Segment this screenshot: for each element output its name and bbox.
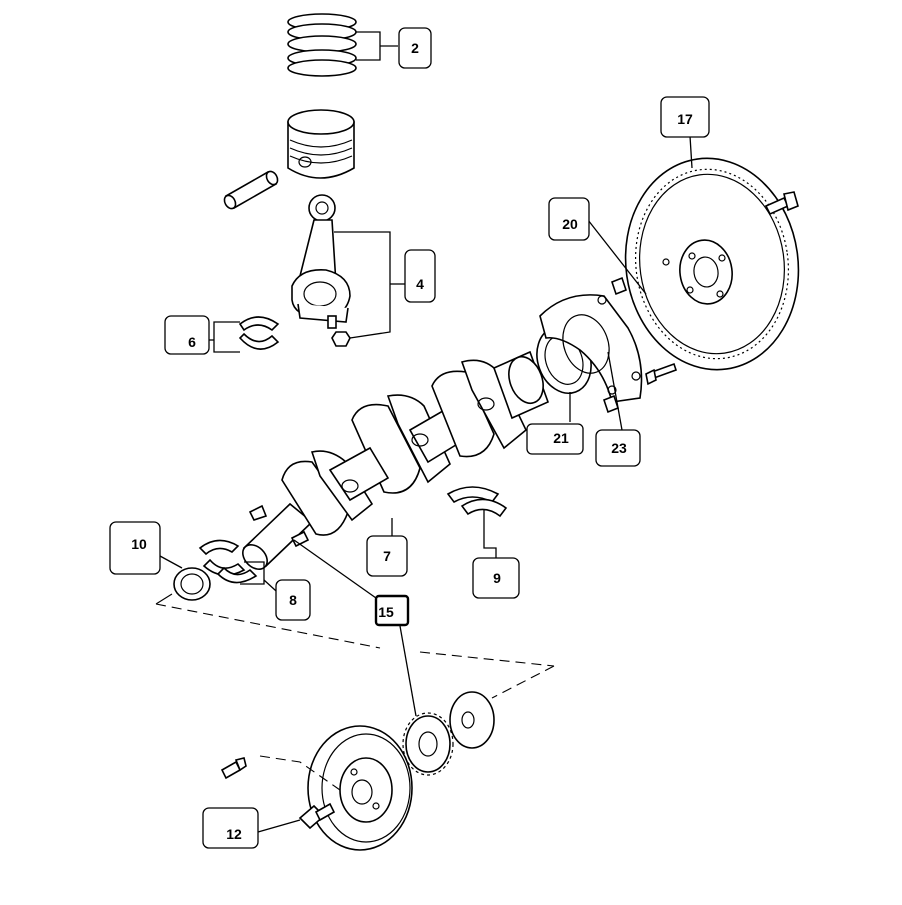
flywheel-bolt — [764, 191, 799, 216]
timing-sprocket — [402, 712, 454, 776]
housing-bolt — [645, 362, 678, 386]
callout-9-text: 9 — [493, 570, 501, 586]
crankshaft-key — [290, 530, 310, 548]
callout-20-text: 20 — [562, 216, 578, 232]
callout-23: 23 — [595, 429, 641, 467]
callout-6: 6 — [164, 315, 210, 355]
thrust-bearing-shells — [198, 539, 258, 584]
connecting-rod — [291, 194, 351, 329]
callout-17-text: 17 — [677, 111, 693, 127]
assembly-lines — [155, 593, 555, 791]
pulley-bolt — [298, 802, 336, 830]
crankshaft — [242, 350, 550, 570]
callout-2-text: 2 — [411, 40, 419, 56]
piston-rings — [287, 13, 357, 77]
callout-8-text: 8 — [289, 592, 297, 608]
rod-nut — [331, 331, 351, 347]
callout-15-text: 15 — [378, 604, 394, 620]
callout-10-text: 10 — [131, 536, 147, 552]
main-bearing-shells — [446, 486, 508, 518]
callout-12-text: 12 — [226, 826, 242, 842]
callout-20: 20 — [548, 197, 590, 241]
callout-4: 4 — [404, 249, 436, 303]
callout-17: 17 — [660, 96, 710, 138]
piston-pin — [223, 170, 279, 210]
callout-8: 8 — [275, 579, 311, 621]
crankshaft-pulley — [307, 725, 413, 851]
small-bolt — [220, 757, 247, 780]
crankshaft-washer — [449, 691, 495, 749]
callout-21-text: 21 — [553, 430, 569, 446]
leader-lines — [159, 31, 693, 833]
callout-12: 12 — [202, 807, 259, 849]
callout-7-text: 7 — [383, 548, 391, 564]
callout-9: 9 — [472, 557, 520, 599]
callout-7: 7 — [366, 535, 408, 577]
callout-21: 21 — [526, 423, 584, 455]
piston — [287, 109, 355, 179]
callout-2: 2 — [398, 27, 432, 69]
rod-bearing-shells — [238, 316, 280, 350]
callout-15: 15 — [374, 594, 410, 627]
front-oil-seal — [173, 567, 211, 601]
callout-23-text: 23 — [611, 440, 627, 456]
rear-seal-housing — [539, 294, 643, 414]
callout-6-text: 6 — [188, 334, 196, 350]
callout-10: 10 — [109, 521, 161, 575]
callout-4-text: 4 — [416, 276, 424, 292]
flywheel — [624, 157, 800, 371]
